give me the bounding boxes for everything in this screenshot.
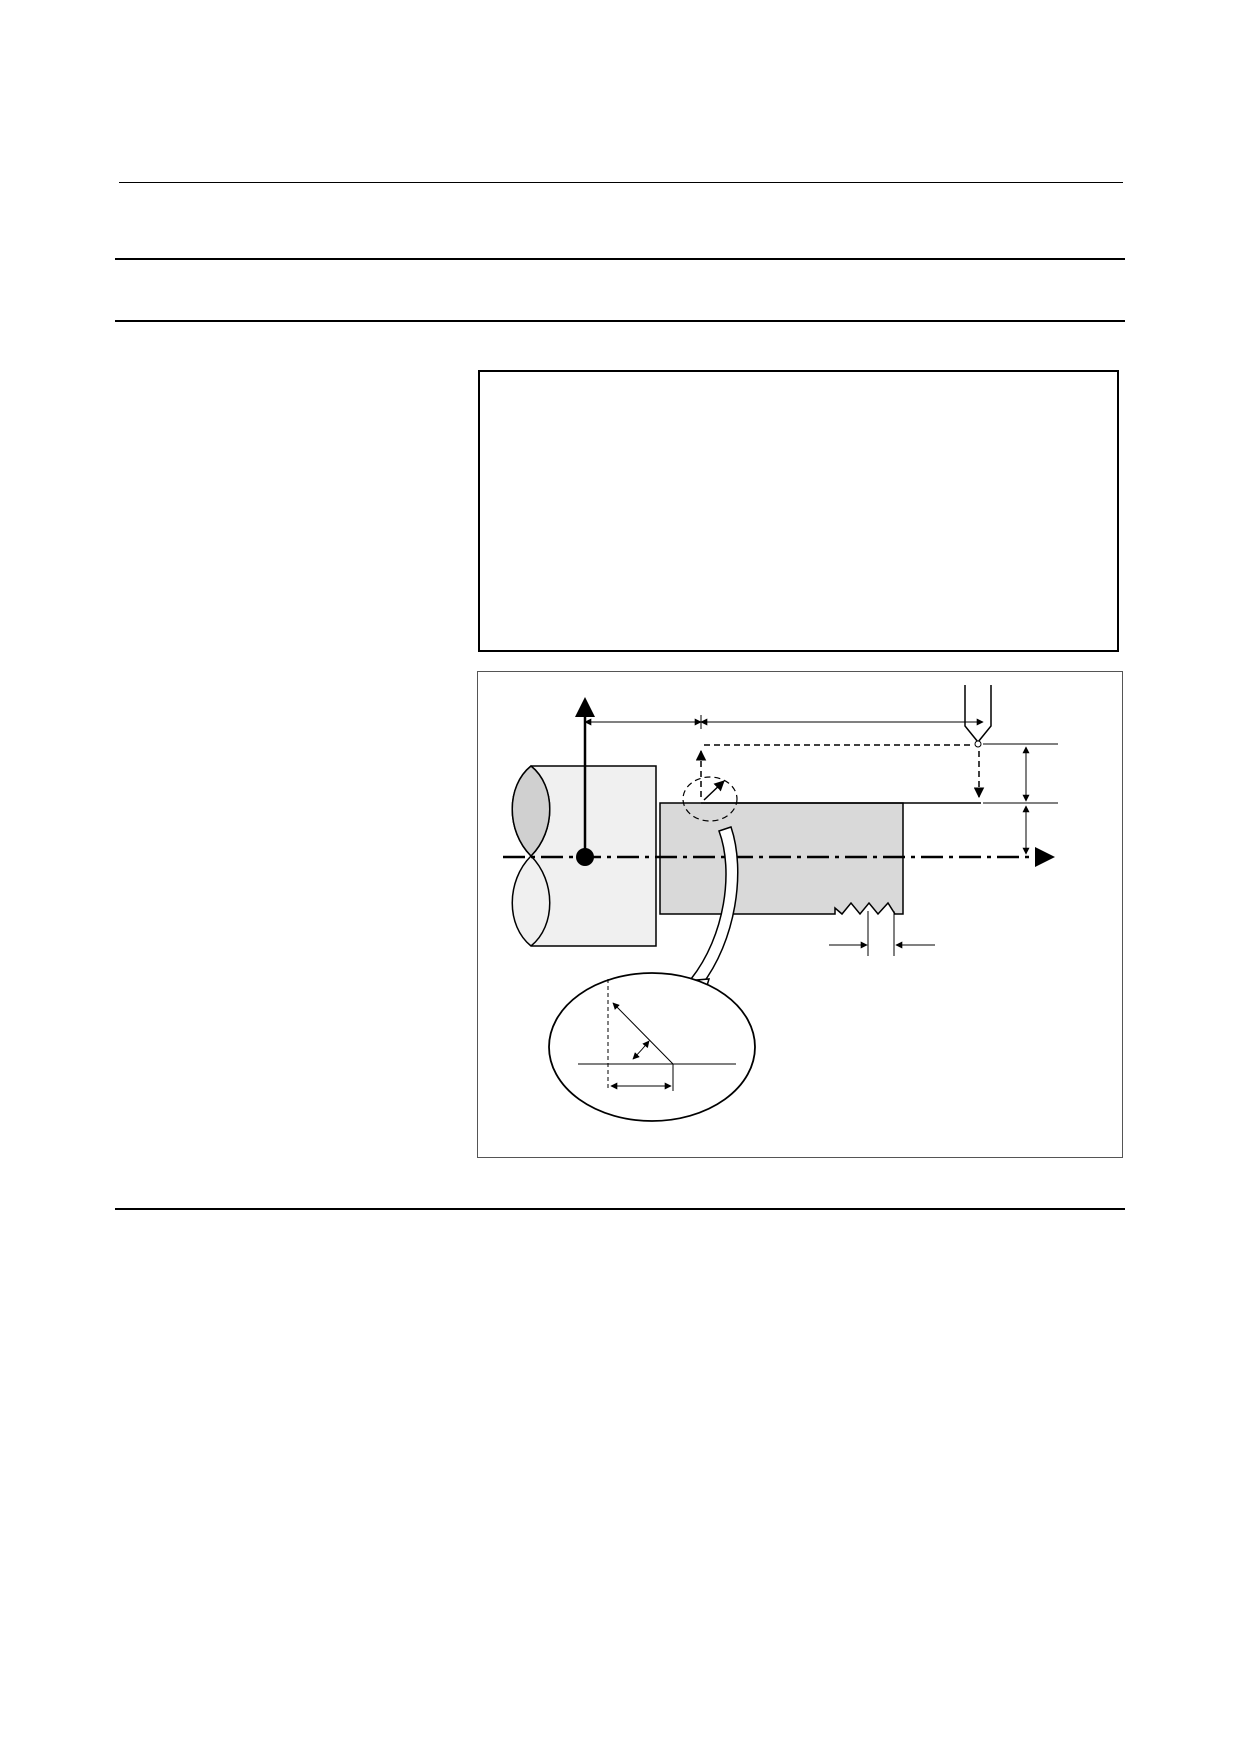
header-rule-top	[115, 258, 1125, 260]
threading-tool	[964, 685, 992, 744]
detail-view	[548, 972, 756, 1122]
header-rule-bottom	[115, 320, 1125, 322]
workpiece	[659, 802, 904, 916]
detail-marker	[682, 776, 738, 822]
threading-cycle-figure	[477, 671, 1123, 1158]
origin-point	[576, 848, 594, 866]
footer-rule	[115, 1208, 1125, 1210]
x-axis-arrow	[575, 697, 595, 717]
top-rule	[119, 182, 1123, 183]
z-axis-arrow	[1035, 847, 1055, 867]
description-box	[478, 370, 1119, 652]
lathe-diagram	[503, 685, 1058, 1122]
